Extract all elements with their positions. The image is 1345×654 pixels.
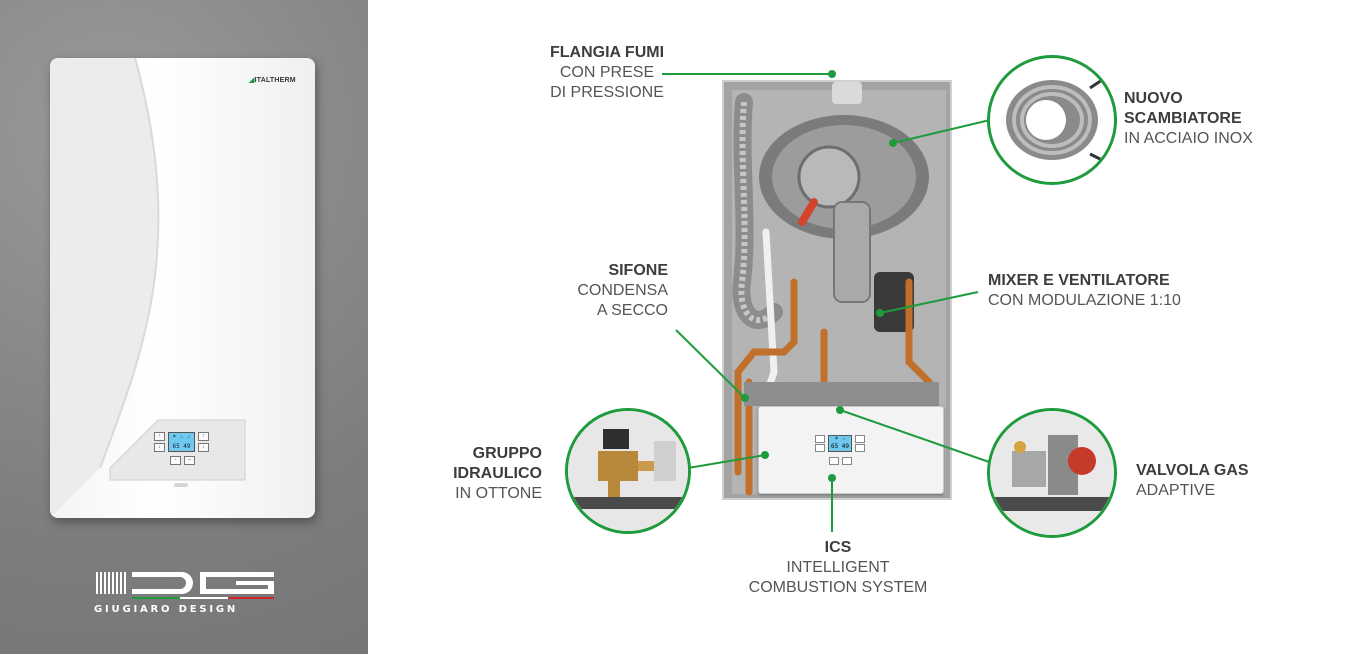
label-nuovo-scambiatore: NUOVO SCAMBIATORE IN ACCIAIO INOX bbox=[1124, 90, 1253, 147]
leader-mixer bbox=[879, 291, 979, 314]
panel-button[interactable]: ◦ bbox=[170, 456, 181, 465]
callout-gruppo-idraulico bbox=[565, 408, 691, 534]
scambiatore-coil-image bbox=[1006, 78, 1103, 162]
panel-button[interactable]: ↓ bbox=[198, 443, 209, 452]
leader-nuovo bbox=[892, 119, 991, 144]
product-panel: ◢ITALTHERM * ◦ ◦65 49 ↑ ↓ ↑ ↓ ◦ – bbox=[0, 0, 368, 654]
callout-valvola-gas bbox=[987, 408, 1117, 538]
label-valvola-gas: VALVOLA GAS ADAPTIVE bbox=[1136, 462, 1249, 499]
ics-display: * ◦65 49 bbox=[828, 435, 852, 452]
boiler-display: * ◦ ◦65 49 bbox=[168, 432, 195, 452]
panel-button[interactable]: – bbox=[184, 456, 195, 465]
leader-valvola bbox=[839, 409, 993, 464]
boiler-front-image: ◢ITALTHERM * ◦ ◦65 49 ↑ ↓ ↑ ↓ ◦ – bbox=[50, 58, 315, 518]
giugiaro-design-text: GIUGIARO DESIGN bbox=[94, 604, 239, 615]
ics-control-unit: * ◦65 49 bbox=[758, 406, 944, 494]
label-gruppo-idraulico: GRUPPO IDRAULICO IN OTTONE bbox=[453, 445, 542, 502]
panel-button[interactable]: ↑ bbox=[198, 432, 209, 441]
leader-sifone bbox=[675, 329, 746, 399]
boiler-interior-image bbox=[722, 80, 952, 500]
callout-scambiatore bbox=[987, 55, 1117, 185]
label-sifone: SIFONE CONDENSA A SECCO bbox=[577, 262, 668, 319]
valvola-gas-image bbox=[990, 411, 1114, 535]
label-mixer-ventilatore: MIXER E VENTILATORE CON MODULAZIONE 1:10 bbox=[988, 272, 1181, 309]
brand-logo: ◢ITALTHERM bbox=[249, 77, 296, 84]
leader-gruppo bbox=[687, 454, 766, 469]
label-ics: ICS INTELLIGENT COMBUSTION SYSTEM bbox=[748, 539, 928, 596]
panel-button[interactable]: ↓ bbox=[154, 443, 165, 452]
gruppo-idraulico-image bbox=[568, 411, 688, 531]
panel-button[interactable]: ↑ bbox=[154, 432, 165, 441]
giugiaro-dg-logo bbox=[96, 572, 274, 599]
label-flangia-fumi: FLANGIA FUMI CON PRESE DI PRESSIONE bbox=[549, 44, 665, 101]
